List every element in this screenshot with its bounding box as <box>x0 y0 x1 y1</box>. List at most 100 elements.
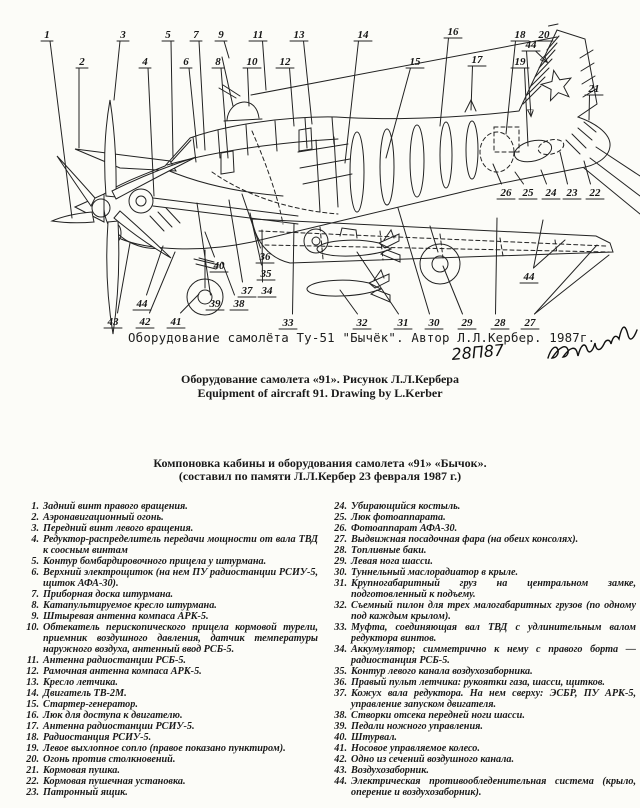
star-icon <box>539 68 573 102</box>
legend-left-column: 1. Задний винт правого вращения.2. Аэрон… <box>16 501 318 798</box>
callout-number-18: 18 <box>515 29 527 41</box>
legend-item-number: 25. <box>334 512 347 523</box>
callout-number-6: 6 <box>183 56 189 68</box>
legend-item-number: 14. <box>26 688 39 699</box>
legend-item-3: 3. Передний винт левого вращения. <box>16 523 318 534</box>
leader-line-38 <box>221 261 235 296</box>
legend-item-text: Туннельный маслорадиатор в крыле. <box>351 567 519 578</box>
leader-line-23 <box>559 151 568 185</box>
legend-item-number: 28. <box>334 545 347 556</box>
legend-item-27: 27. Выдвижная посадочная фара (на обеих … <box>324 534 636 545</box>
callout-number-32: 32 <box>356 317 369 329</box>
callout-number-37: 37 <box>241 285 254 297</box>
leader-line-39 <box>196 202 211 296</box>
legend-item-38: 38. Створки отсека передней ноги шасси. <box>324 710 636 721</box>
legend-item-number: 23. <box>26 787 39 798</box>
leader-line-25 <box>514 171 524 185</box>
aircraft-cutaway-drawing: 1234567891011121314151617181920442122232… <box>40 23 640 364</box>
leader-line-12 <box>289 67 295 127</box>
legend-item-14: 14. Двигатель ТВ-2М. <box>16 688 318 699</box>
typed-drawing-caption: Оборудование самолёта Ту-51 "Бычёк". Авт… <box>128 330 596 345</box>
legend-heading-line1: Компоновка кабины и оборудования самолет… <box>153 456 487 470</box>
callout-number-43: 43 <box>107 316 120 328</box>
leader-line-17 <box>470 65 473 111</box>
legend-item-text: Кормовая пушечная установка. <box>43 776 186 787</box>
legend-item-number: 17. <box>26 721 39 732</box>
caption-russian: Оборудование самолета «91». Рисунок Л.Л.… <box>181 372 459 386</box>
legend-item-number: 43. <box>334 765 347 776</box>
legend-item-number: 30. <box>334 567 347 578</box>
legend-item-7: 7. Приборная доска штурмана. <box>16 589 318 600</box>
legend-item-17: 17. Антенна радиостанции РСИУ-5. <box>16 721 318 732</box>
callout-number-33: 33 <box>282 317 295 329</box>
legend-item-text: Аккумулятор; симметрично к нему с правог… <box>351 644 636 666</box>
callout-number-25: 25 <box>522 187 535 199</box>
legend-item-text: Штыревая антенна компаса АРК-5. <box>43 611 209 622</box>
legend-item-number: 19. <box>26 743 39 754</box>
legend-item-text: Антенна радиостанции РСБ-5. <box>43 655 186 666</box>
legend-item-text: Огонь против столкновений. <box>43 754 176 765</box>
callout-number-4: 4 <box>141 56 148 68</box>
legend-item-text: Штурвал. <box>351 732 397 743</box>
leader-line-9 <box>223 40 230 59</box>
callout-number-22: 22 <box>589 187 602 199</box>
callout-number-34: 34 <box>261 285 274 297</box>
legend-item-12: 12. Рамочная антенна компаса АРК-5. <box>16 666 318 677</box>
legend-item-number: 35. <box>334 666 347 677</box>
callout-number-2: 2 <box>78 56 85 68</box>
legend-item-number: 11. <box>26 655 39 666</box>
legend-item-number: 7. <box>31 589 39 600</box>
legend-item-25: 25. Люк фотоаппарата. <box>324 512 636 523</box>
legend-item-text: Двигатель ТВ-2М. <box>43 688 127 699</box>
legend-item-text: Передний винт левого вращения. <box>43 523 194 534</box>
legend-item-number: 24. <box>334 501 347 512</box>
legend-item-number: 32. <box>334 600 347 611</box>
legend-item-text: Обтекатель перископического прицела корм… <box>43 622 318 655</box>
leader-line-43 <box>117 242 131 314</box>
callout-number-10: 10 <box>247 56 259 68</box>
leader-line-5 <box>170 40 174 159</box>
legend-item-number: 5. <box>31 556 39 567</box>
leader-line-28 <box>495 217 498 315</box>
legend-item-number: 16. <box>26 710 39 721</box>
legend-item-text: Одно из сечений воздушного канала. <box>351 754 514 765</box>
callout-number-38: 38 <box>233 298 246 310</box>
handwritten-date: 28П87 <box>451 340 506 364</box>
legend-item-number: 44. <box>334 776 347 787</box>
legend-item-22: 22. Кормовая пушечная установка. <box>16 776 318 787</box>
legend-item-number: 3. <box>31 523 39 534</box>
callout-number-12: 12 <box>280 56 292 68</box>
legend-right-column: 24. Убирающийся костыль.25. Люк фотоаппа… <box>324 501 636 798</box>
callout-number-20: 20 <box>538 29 551 41</box>
leader-line-44 <box>533 239 566 269</box>
leader-line-42 <box>149 251 176 314</box>
legend-item-number: 12. <box>26 666 39 677</box>
legend-item-text: Топливные баки. <box>351 545 427 556</box>
leader-line-10 <box>247 67 250 107</box>
legend-item-37: 37. Кожух вала редуктора. На нем сверху:… <box>324 688 636 710</box>
legend-item-text: Правый пульт летчика: рукоятки газа, шас… <box>351 677 605 688</box>
legend-item-10: 10. Обтекатель перископического прицела … <box>16 622 318 655</box>
legend-item-8: 8. Катапультируемое кресло штурмана. <box>16 600 318 611</box>
legend-item-2: 2. Аэронавигационный огонь. <box>16 512 318 523</box>
leader-line-1 <box>49 40 73 219</box>
legend-item-number: 37. <box>334 688 347 699</box>
legend-item-number: 33. <box>334 622 347 633</box>
legend-item-number: 34. <box>334 644 347 655</box>
signature-scribble <box>547 326 638 359</box>
leader-line-11 <box>262 40 267 91</box>
legend-item-text: Левое выхлопное сопло (правое показано п… <box>43 743 286 754</box>
legend-item-text: Верхний электрощиток (на нем ПУ радиоста… <box>43 567 318 589</box>
legend-item-number: 2. <box>31 512 39 523</box>
legend-item-number: 18. <box>26 732 39 743</box>
legend-item-15: 15. Стартер-генератор. <box>16 699 318 710</box>
legend-item-text: Редуктор-распределитель передачи мощност… <box>43 534 318 556</box>
legend-item-16: 16. Люк для доступа к двигателю. <box>16 710 318 721</box>
callout-number-44: 44 <box>523 271 536 283</box>
callout-number-9: 9 <box>218 29 224 41</box>
legend-item-number: 36. <box>334 677 347 688</box>
callout-number-7: 7 <box>193 29 199 41</box>
legend-item-28: 28. Топливные баки. <box>324 545 636 556</box>
callout-number-26: 26 <box>500 187 513 199</box>
leader-line-36 <box>241 193 261 249</box>
